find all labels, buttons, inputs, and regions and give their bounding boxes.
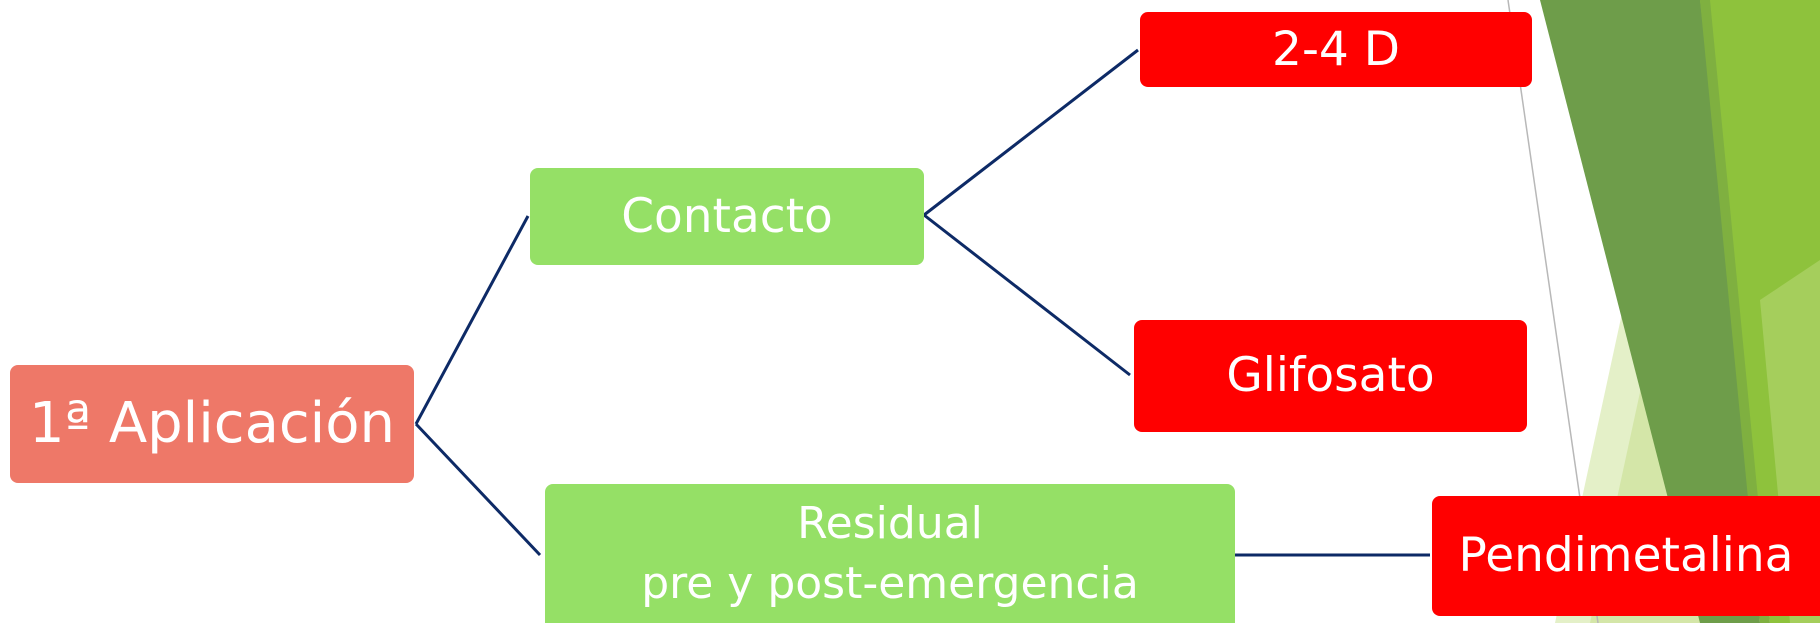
decor-dark-green-band — [1540, 0, 1760, 623]
node-pendimetalina: Pendimetalina — [1432, 496, 1820, 616]
node-contacto-label: Contacto — [621, 188, 833, 244]
node-glifosato-label: Glifosato — [1226, 348, 1435, 404]
connector-contacto-glifosato — [923, 213, 1131, 377]
node-residual-line1: Residual — [797, 498, 983, 550]
connector-root-residual — [414, 422, 542, 557]
node-contacto: Contacto — [530, 168, 924, 265]
node-residual: Residual pre y post-emergencia — [545, 484, 1235, 623]
connector-root-contacto — [414, 215, 530, 425]
node-2-4-d: 2-4 D — [1140, 12, 1532, 87]
node-primera-aplicacion: 1ª Aplicación — [10, 365, 414, 483]
connector-contacto-24d — [923, 48, 1139, 217]
node-glifosato: Glifosato — [1134, 320, 1527, 432]
node-pendimetalina-label: Pendimetalina — [1458, 528, 1794, 584]
node-2-4-d-label: 2-4 D — [1272, 21, 1400, 77]
node-primera-aplicacion-label: 1ª Aplicación — [29, 391, 395, 457]
decor-lime-band-2 — [1700, 0, 1770, 623]
node-residual-line2: pre y post-emergencia — [641, 557, 1139, 609]
